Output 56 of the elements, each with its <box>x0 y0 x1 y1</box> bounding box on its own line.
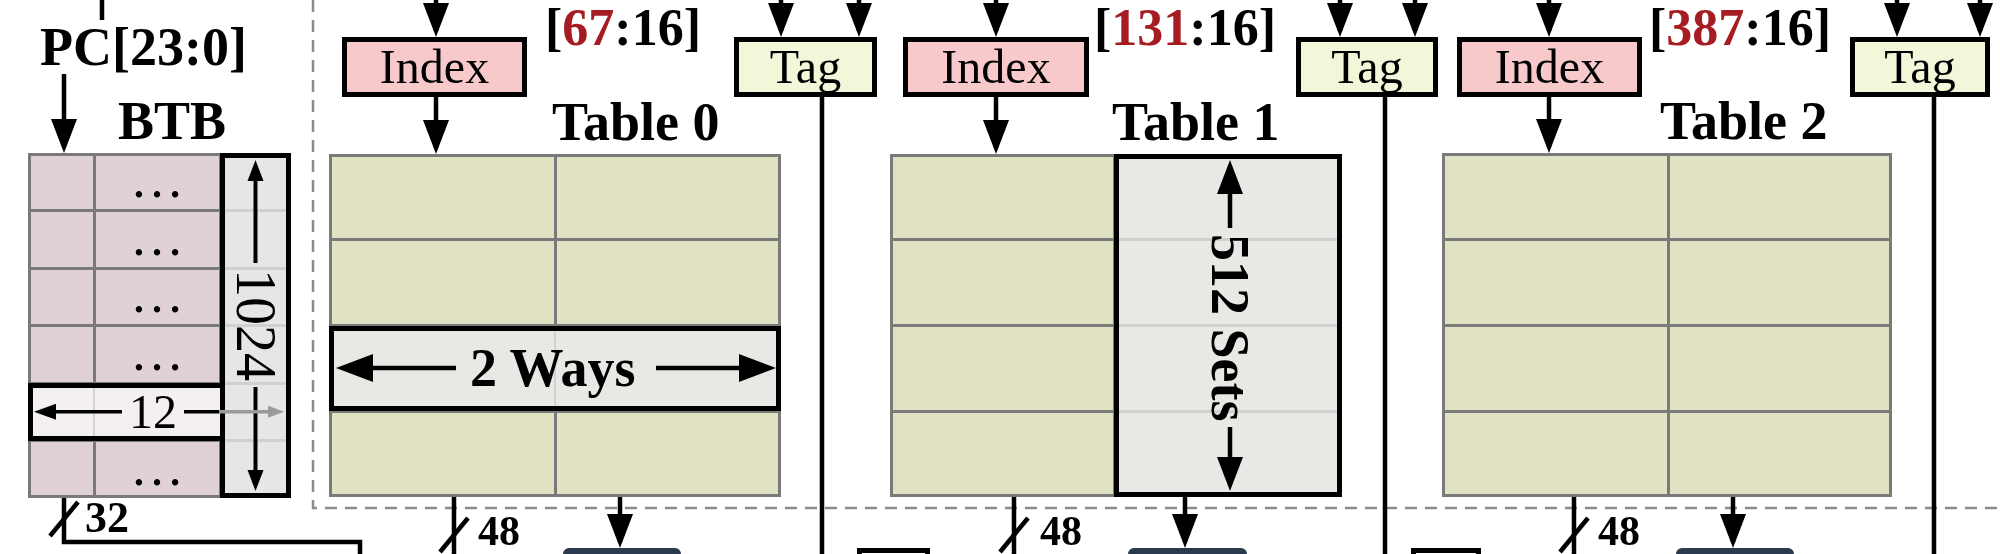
bus-width-label: 32 <box>85 498 129 538</box>
bit-range-label: [387:16] <box>1649 0 1831 56</box>
signal-line <box>1382 97 1388 554</box>
rounded-block <box>1128 548 1247 554</box>
bit-range-label: [67:16] <box>545 0 701 56</box>
signal-line <box>1571 497 1577 554</box>
ellipsis: … <box>130 218 184 255</box>
arrow <box>983 97 1009 154</box>
tag-box: Tag <box>1296 37 1438 97</box>
table-title: BTB <box>118 94 227 148</box>
arrow <box>768 0 794 37</box>
bus-width-label: 48 <box>1040 510 1082 552</box>
bus-width-label: 48 <box>1598 510 1640 552</box>
arrow <box>1172 497 1198 548</box>
arrow <box>1402 0 1428 37</box>
signal-line <box>61 498 363 554</box>
arrow <box>1536 97 1562 153</box>
arrow <box>607 497 633 548</box>
table-title: Table 2 <box>1660 94 1828 148</box>
signal-line <box>451 497 457 554</box>
arrow <box>1967 0 1993 37</box>
arrow <box>1884 0 1910 37</box>
signal-line <box>1931 97 1937 554</box>
tag-box: Tag <box>734 37 877 97</box>
ellipsis: … <box>130 448 184 485</box>
arrow <box>1720 497 1746 548</box>
table-title: Table 1 <box>1112 95 1280 149</box>
dimension-label: 512 Sets <box>1202 234 1258 422</box>
ellipsis: … <box>130 333 184 370</box>
signal-label: PC[23:0] <box>40 20 256 74</box>
outlined-block <box>1411 548 1481 554</box>
index-box: Index <box>342 37 527 97</box>
dimension-label: 1024 <box>231 269 280 381</box>
arrow <box>983 0 1009 37</box>
outlined-block <box>857 548 930 554</box>
index-box: Index <box>903 37 1089 97</box>
bus-width-label: 48 <box>478 510 520 552</box>
arrow <box>1327 0 1353 37</box>
arrow <box>51 74 77 153</box>
dimension-label: 12 <box>129 390 177 434</box>
signal-line <box>99 0 105 20</box>
bit-range-label: [131:16] <box>1094 0 1276 56</box>
ellipsis: … <box>130 161 184 197</box>
arrow <box>1536 0 1562 37</box>
dimension-label: 2 Ways <box>470 338 636 398</box>
arrow <box>846 0 872 37</box>
signal-line <box>1011 497 1017 554</box>
tag-box: Tag <box>1850 37 1990 97</box>
index-box: Index <box>1457 37 1642 97</box>
rounded-block <box>1676 548 1794 554</box>
ellipsis: … <box>130 276 184 312</box>
rounded-block <box>563 548 681 554</box>
arrow <box>423 97 449 154</box>
arrow <box>423 0 449 37</box>
table-title: Table 0 <box>552 95 720 149</box>
signal-line <box>819 97 825 554</box>
